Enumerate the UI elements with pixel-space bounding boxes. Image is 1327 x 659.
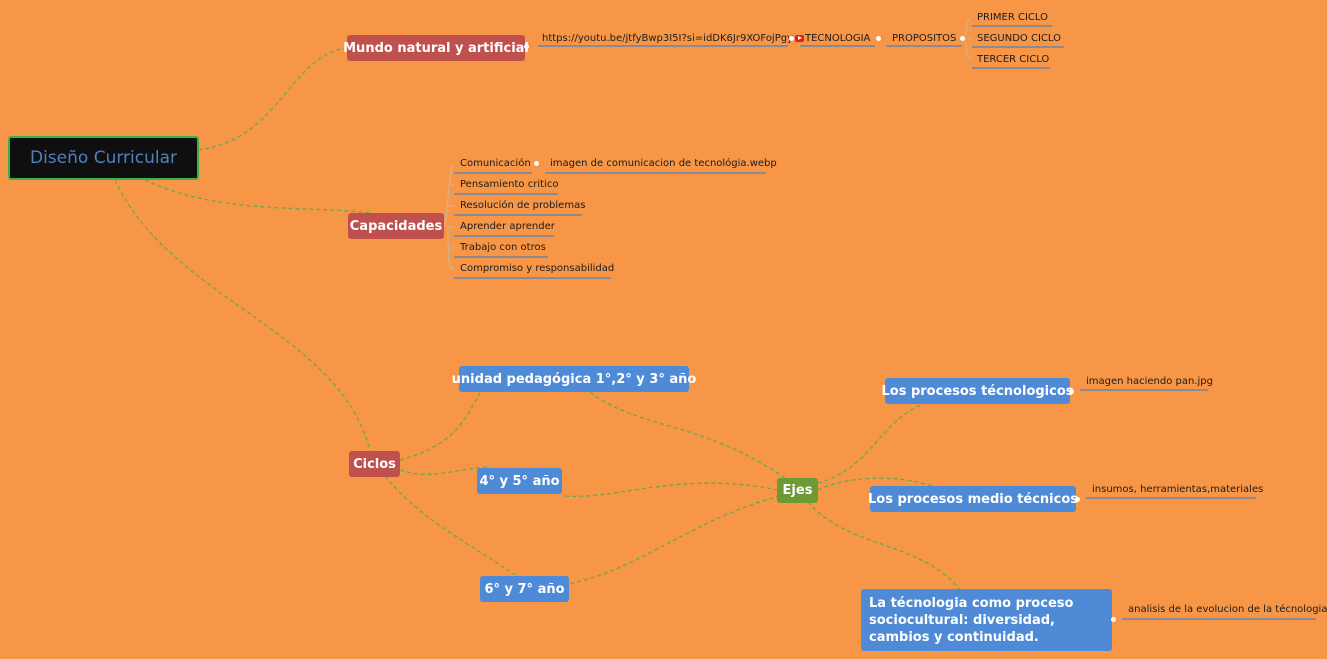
connector-ejes-sexto: [567, 495, 781, 585]
topic-tecnologia[interactable]: TECNOLOGIA: [805, 33, 871, 44]
note-analisis-evolucion[interactable]: analisis de la evolucion de la técnologi…: [1128, 604, 1327, 615]
connector-root-capacidades: [144, 179, 373, 214]
connector-propositos-list: [963, 16, 973, 60]
comunicacion-collapse-dot[interactable]: [534, 161, 539, 166]
branch-mundo-natural[interactable]: Mundo natural y artificial: [343, 35, 529, 61]
eje-procesos-medio-tecnicos[interactable]: Los procesos medio técnicos: [868, 486, 1078, 512]
connector-ciclos-unidad: [399, 388, 483, 461]
topic-cuarto-quinto[interactable]: 4° y 5° año: [477, 468, 562, 494]
connector-ejes-sociocultural: [807, 501, 961, 591]
capacidad-aprender-aprender[interactable]: Aprender aprender: [460, 221, 555, 232]
root-node-diseno-curricular[interactable]: Diseño Curricular: [8, 136, 199, 180]
youtube-icon: [795, 34, 805, 42]
connector-ejes-procesos-tec: [817, 403, 925, 484]
tecnologia-collapse-dot[interactable]: [876, 36, 881, 41]
link-collapse-dot[interactable]: [789, 36, 794, 41]
procesos-medio-collapse-dot[interactable]: [1075, 497, 1080, 502]
sociocultural-collapse-dot[interactable]: [1111, 617, 1116, 622]
capacidad-comunicacion[interactable]: Comunicación: [460, 158, 531, 169]
procesos-tecnologicos-collapse-dot[interactable]: [1069, 389, 1074, 394]
eje-procesos-tecnologicos[interactable]: Los procesos técnologicos: [881, 378, 1074, 404]
propositos-collapse-dot[interactable]: [960, 36, 965, 41]
branch-mundo-collapse-dot[interactable]: [524, 44, 529, 49]
topic-segundo-ciclo[interactable]: SEGUNDO CICLO: [977, 33, 1061, 44]
eje-proceso-sociocultural[interactable]: La técnologia como proceso sociocultural…: [861, 589, 1112, 651]
topic-primer-ciclo[interactable]: PRIMER CICLO: [977, 12, 1049, 23]
topic-tercer-ciclo[interactable]: TERCER CICLO: [977, 54, 1050, 65]
topic-sexto-septimo[interactable]: 6° y 7° año: [480, 576, 569, 602]
capacidad-trabajo-otros[interactable]: Trabajo con otros: [460, 242, 546, 253]
connector-ciclos-cuarto: [399, 466, 488, 475]
youtube-link-text: https://youtu.be/jtfyBwp3I5I?si=idDK6Jr9…: [542, 33, 794, 44]
branch-ciclos[interactable]: Ciclos: [349, 451, 400, 477]
note-imagen-pan[interactable]: imagen haciendo pan.jpg: [1086, 376, 1214, 387]
connector-root-mundo: [197, 47, 348, 151]
connector-root-ciclos: [114, 179, 371, 452]
note-insumos[interactable]: insumos, herramientas,materiales: [1092, 484, 1264, 495]
branch-capacidades[interactable]: Capacidades: [348, 213, 444, 239]
youtube-link[interactable]: https://youtu.be/jtfyBwp3I5I?si=idDK6Jr9…: [542, 32, 805, 46]
capacidad-pensamiento-critico[interactable]: Pensamiento critico: [460, 179, 559, 190]
capacidad-comunicacion-image[interactable]: imagen de comunicacion de tecnológia.web…: [550, 158, 777, 169]
topic-ejes[interactable]: Ejes: [777, 478, 818, 503]
connector-capacidades-list: [443, 164, 455, 270]
topic-unidad-pedagogica[interactable]: unidad pedagógica 1°,2° y 3° año: [452, 366, 696, 392]
topic-propositos[interactable]: PROPOSITOS: [892, 33, 957, 44]
connector-ejes-cuarto: [562, 482, 779, 498]
connector-ejes-unidad: [589, 391, 786, 479]
capacidad-compromiso[interactable]: Compromiso y responsabilidad: [460, 263, 615, 274]
capacidad-resolucion-problemas[interactable]: Resolución de problemas: [460, 200, 586, 211]
